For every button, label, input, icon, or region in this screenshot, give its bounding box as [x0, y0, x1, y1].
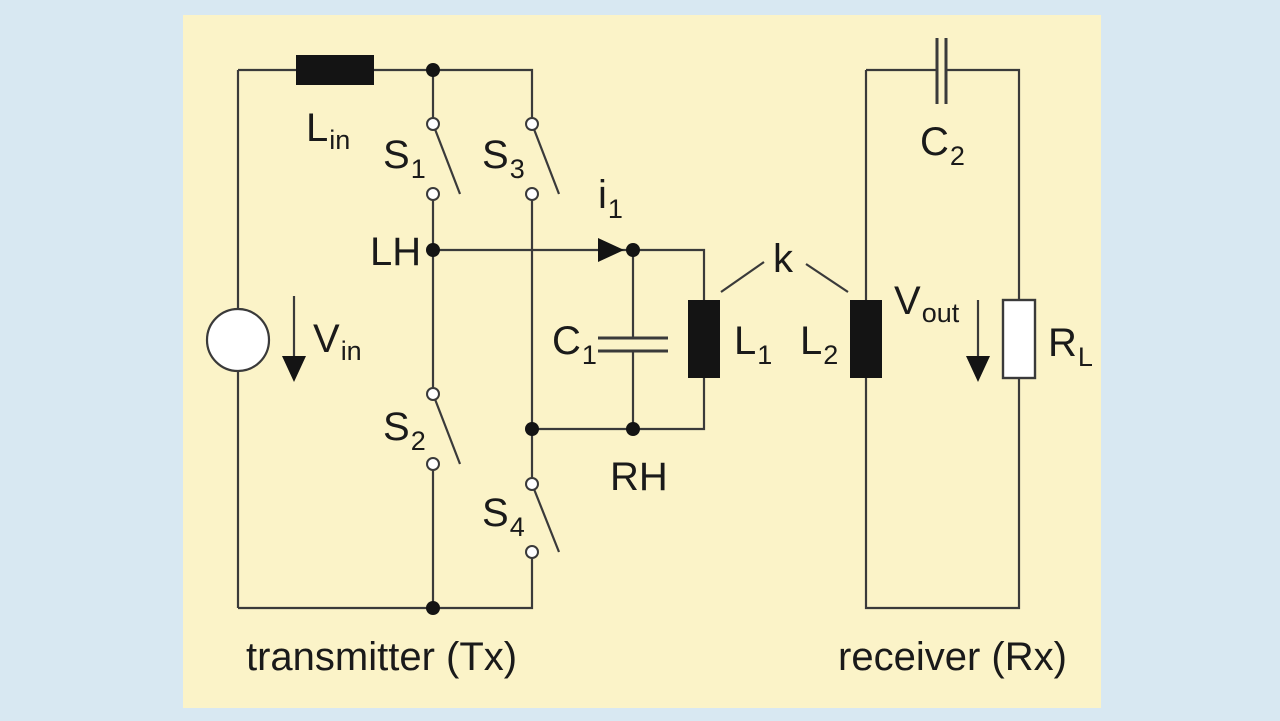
- capacitor-c1: [598, 336, 668, 353]
- capacitor-c2: [935, 38, 948, 104]
- caption-receiver: receiver (Rx): [838, 635, 1067, 679]
- figure-panel: [183, 15, 1101, 708]
- label-vin: Vin: [313, 317, 362, 366]
- junction-node: [626, 243, 640, 257]
- voltage-source-vin: [205, 307, 271, 373]
- junction-node-rh: [626, 422, 640, 436]
- current-arrow-i1: [598, 238, 624, 262]
- switch-s2: [426, 387, 462, 471]
- vin-arrow-head: [282, 356, 306, 382]
- label-l2: L2: [800, 319, 838, 370]
- caption-transmitter: transmitter (Tx): [246, 635, 517, 679]
- rh-wire: [532, 378, 706, 431]
- transmitter-coil-l1: [688, 300, 720, 378]
- rx-right-rail: [946, 68, 1021, 300]
- junction-node: [426, 601, 440, 615]
- tx-bottom-wire: [238, 552, 534, 610]
- receiver-circuit: [850, 38, 1037, 610]
- label-rl: RL: [1048, 321, 1093, 372]
- label-l1: L1: [734, 319, 772, 370]
- label-s1: S1: [383, 133, 426, 184]
- transmitter-circuit: [205, 55, 720, 615]
- label-s3: S3: [482, 133, 525, 184]
- label-vout: Vout: [894, 279, 960, 328]
- label-c2: C2: [920, 120, 965, 171]
- junction-node: [426, 63, 440, 77]
- lh-wire: [433, 248, 706, 300]
- label-c1: C1: [552, 319, 597, 370]
- label-lin: Lin: [306, 106, 350, 155]
- label-s2: S2: [383, 405, 426, 456]
- receiver-coil-l2: [850, 300, 882, 378]
- label-i1: i1: [598, 173, 623, 224]
- junction-node: [525, 422, 539, 436]
- label-lh: LH: [370, 230, 421, 274]
- label-k: k: [773, 237, 794, 281]
- load-resistor-rl: [1001, 298, 1037, 380]
- coupling-k: [720, 261, 849, 293]
- switch-s1: [426, 117, 462, 201]
- switch-s4: [525, 477, 561, 559]
- junction-node-lh: [426, 243, 440, 257]
- labels: Lin S1 S3 S2 S4 i1 LH RH k C1 L1 L2 C2 V…: [246, 106, 1093, 679]
- label-rh: RH: [610, 455, 668, 499]
- input-inductor-lin: [296, 55, 374, 85]
- rx-left-rail: [864, 70, 1021, 610]
- vout-arrow-head: [966, 356, 990, 382]
- switch-s3: [525, 117, 561, 201]
- label-s4: S4: [482, 491, 525, 542]
